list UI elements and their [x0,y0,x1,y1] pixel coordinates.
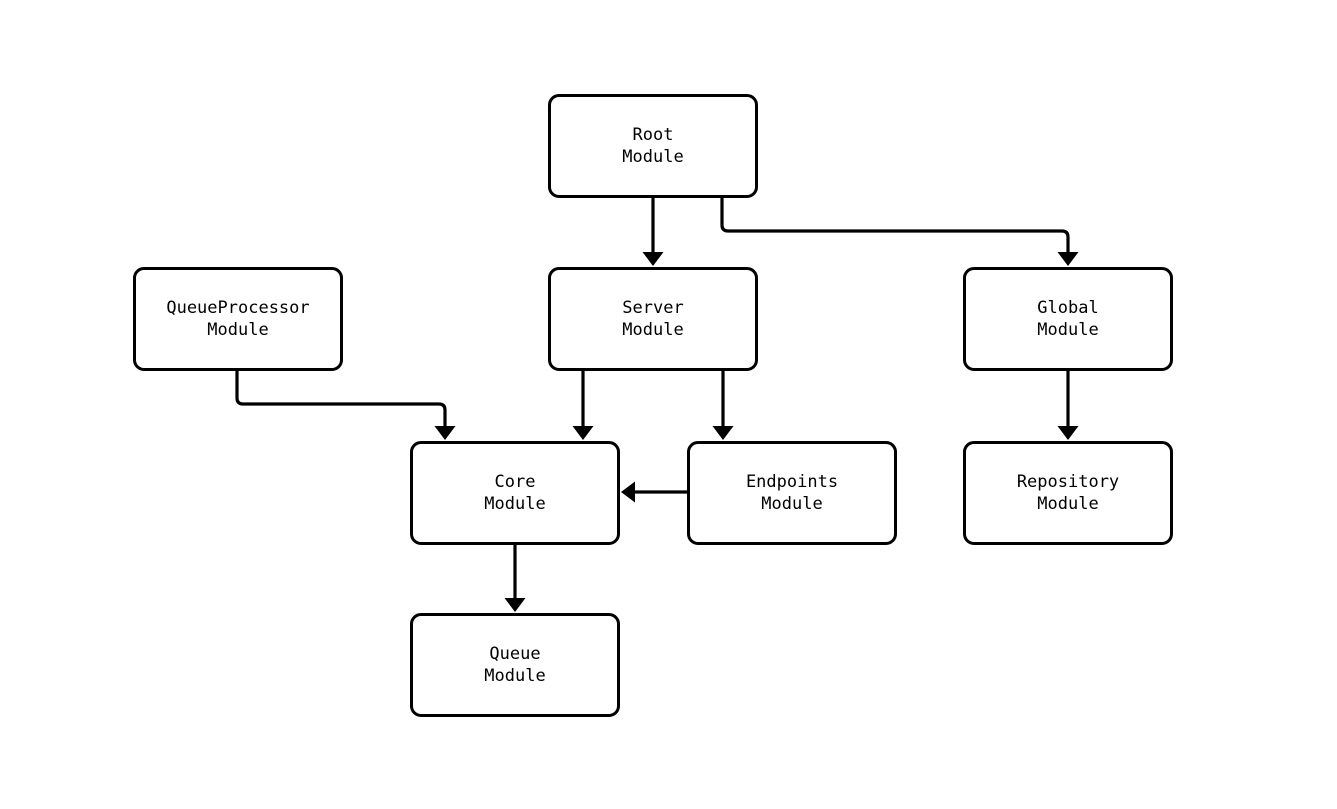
node-core-line1: Core [494,472,536,492]
node-root[interactable]: Root Module [548,94,758,198]
node-queue-line1: Queue [489,644,541,664]
node-queueprocessor-line2: Module [207,320,269,340]
arrowhead-icon [434,426,456,440]
arrowhead-icon [642,252,664,266]
node-root-line2: Module [622,147,684,167]
node-repository[interactable]: Repository Module [963,441,1173,545]
edge-line [720,198,1070,256]
node-repository-line1: Repository [1016,472,1120,492]
node-endpoints[interactable]: Endpoints Module [687,441,897,545]
node-endpoints-line1: Endpoints [745,472,839,492]
node-repository-line2: Module [1037,494,1099,514]
arrowhead-icon [712,426,734,440]
arrowhead-icon [504,598,526,612]
edge-server-to-endpoints [712,371,734,440]
edge-line [235,371,447,430]
arrowhead-icon [1057,426,1079,440]
node-root-line1: Root [632,125,674,145]
edge-global-to-repository [1057,371,1079,440]
edge-root-to-server [642,198,664,266]
node-queueprocessor[interactable]: QueueProcessor Module [133,267,343,371]
arrowhead-icon [1057,252,1079,266]
node-core[interactable]: Core Module [410,441,620,545]
node-queue-line2: Module [484,666,546,686]
edge-root-to-global [720,198,1079,266]
node-global[interactable]: Global Module [963,267,1173,371]
node-global-line1: Global [1037,298,1099,318]
node-server-line2: Module [622,320,684,340]
node-server-line1: Server [622,298,684,318]
node-endpoints-line2: Module [761,494,823,514]
node-queue[interactable]: Queue Module [410,613,620,717]
edge-endpoints-to-core [621,481,687,503]
arrowhead-icon [572,426,594,440]
node-global-line2: Module [1037,320,1099,340]
edge-core-to-queue [504,545,526,612]
node-core-line2: Module [484,494,546,514]
node-queueprocessor-line1: QueueProcessor [166,298,310,318]
edge-queueprocessor-to-core [235,371,456,440]
node-server[interactable]: Server Module [548,267,758,371]
arrowhead-icon [621,481,635,503]
edge-server-to-core [572,371,594,440]
